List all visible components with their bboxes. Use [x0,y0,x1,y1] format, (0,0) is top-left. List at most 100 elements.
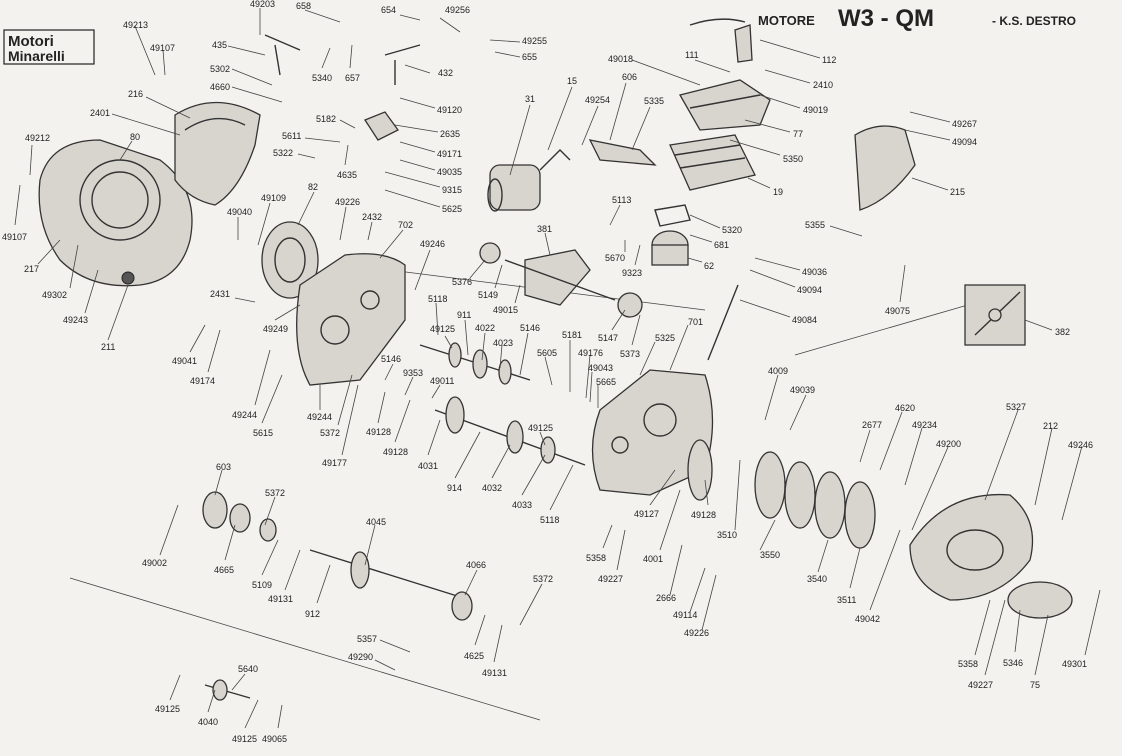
label-2401: 2401 [90,108,110,118]
leader-111 [694,59,731,73]
leader-4009 [764,374,779,421]
label-217: 217 [24,264,39,274]
leader-5625 [384,189,441,208]
fan-shroud [174,101,261,206]
primary-shaft [419,342,531,385]
label-9315: 9315 [442,185,462,195]
crankshaft [479,242,643,318]
label-654: 654 [381,5,396,15]
leader-603 [214,469,223,496]
label-5357: 5357 [357,634,377,644]
leader-4045 [364,524,376,566]
kickstart-lever [964,284,1026,346]
leader-49127 [649,469,676,506]
leader-5302 [231,68,273,86]
label-435: 435 [212,40,227,50]
label-49131a: 49131 [268,594,293,604]
leader-49128a [377,391,386,424]
leader-49018 [631,59,701,86]
leader-212 [1034,427,1053,506]
leader-49109 [257,202,271,246]
label-49131b: 49131 [482,668,507,678]
label-49036: 49036 [802,267,827,277]
leader-5325 [639,341,656,376]
label-5146a: 5146 [520,323,540,333]
label-5605: 5605 [537,348,557,358]
label-2677: 2677 [862,420,882,430]
leader-19 [747,177,771,189]
label-603: 603 [216,462,231,472]
leader-49042 [869,529,901,611]
leader-49244 [254,349,271,406]
label-3540: 3540 [807,574,827,584]
label-49114: 49114 [673,610,697,620]
leader-49107a [162,49,166,76]
guide-line-right [794,299,986,356]
label-49174: 49174 [190,376,215,386]
label-2432: 2432 [362,212,382,222]
leader-4023 [499,344,503,369]
leader-701 [669,324,689,371]
label-912: 912 [305,609,320,619]
label-4665: 4665 [214,565,234,575]
leader-215 [911,177,949,191]
label-49246a: 49246 [420,239,445,249]
label-5615: 5615 [253,428,273,438]
label-701: 701 [688,317,703,327]
label-4625: 4625 [464,651,484,661]
leader-216 [145,96,191,119]
label-5372c: 5372 [533,574,553,584]
label-49125b: 49125 [528,423,553,433]
label-9353: 9353 [403,368,423,378]
leader-49302 [69,244,79,289]
leader-49212 [29,144,33,176]
leader-75 [1034,614,1049,676]
leader-49114 [689,567,706,613]
label-49120: 49120 [437,105,462,115]
leader-658 [304,9,341,23]
leader-5372b [264,496,276,526]
logo-line1: Motori [8,33,54,50]
leader-49019 [759,94,801,109]
label-381: 381 [537,224,552,234]
label-49039: 49039 [790,385,815,395]
leader-2431 [234,297,256,303]
leader-655 [494,51,521,58]
label-49094a: 49094 [952,137,977,147]
clutch-arm [364,111,399,141]
label-211: 211 [101,342,115,352]
label-606: 606 [622,72,637,82]
leader-9353 [404,376,414,396]
leader-657 [349,44,353,69]
label-4045: 4045 [366,517,386,527]
leader-49125c [169,674,181,701]
leader-49039 [789,394,807,431]
label-49302: 49302 [42,290,67,300]
leader-49043 [589,371,593,403]
leader-9315 [384,171,441,188]
logo-line2: Minarelli [8,48,65,64]
leader-49177 [341,384,359,456]
label-658: 658 [296,1,311,11]
leader-49041 [189,324,206,353]
label-49267: 49267 [952,119,977,129]
label-49290: 49290 [348,652,373,662]
label-19: 19 [773,187,783,197]
leader-49255 [489,39,521,43]
label-49065: 49065 [262,734,287,744]
leader-5376 [469,259,486,279]
leader-49094b [749,269,796,288]
label-49227b: 49227 [968,680,993,690]
label-3510: 3510 [717,530,737,540]
cylinder-head [679,79,771,131]
leader-49267 [909,111,951,123]
label-49035: 49035 [437,167,462,177]
label-3511: 3511 [837,595,856,605]
label-111: 111 [685,50,699,60]
label-49234: 49234 [912,420,937,430]
leader-2666 [669,544,683,596]
leader-4001 [659,489,681,551]
label-49015: 49015 [493,305,518,315]
label-49256: 49256 [445,5,470,15]
leader-5357 [379,639,411,653]
